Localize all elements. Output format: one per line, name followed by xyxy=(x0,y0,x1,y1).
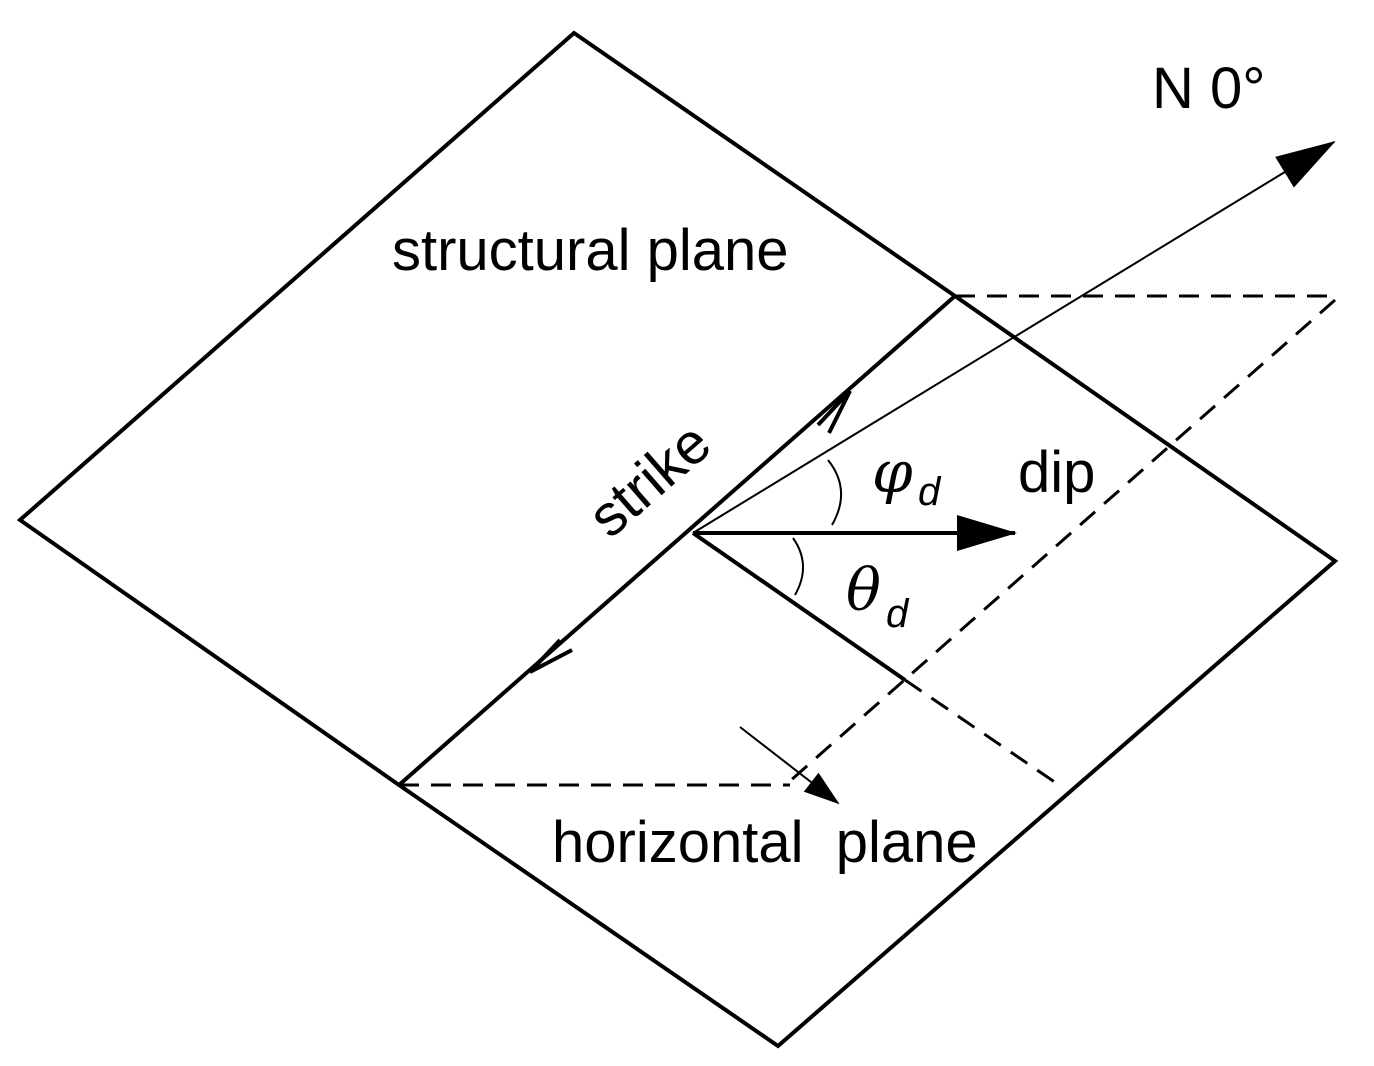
strike-line xyxy=(397,294,957,787)
phi-symbol-label: φ xyxy=(872,438,913,506)
strike-arrow-up-icon xyxy=(816,389,852,434)
theta-symbol-label: θ xyxy=(846,556,881,624)
strike-arrow-down-icon xyxy=(528,638,573,674)
dip-label: dip xyxy=(1018,440,1095,505)
projection-arrow xyxy=(739,726,840,805)
horizontal-plane-label: horizontal plane xyxy=(552,810,978,875)
dip-dashed-line xyxy=(904,678,1063,789)
structural-plane-label: structural plane xyxy=(392,218,789,283)
north-label: N 0° xyxy=(1152,56,1265,121)
phi-subscript-label: d xyxy=(918,470,942,514)
horizontal-plane-dashed-right xyxy=(789,298,1336,783)
dip-solid-line xyxy=(691,531,907,682)
theta-angle-arc xyxy=(792,537,804,596)
theta-subscript-label: d xyxy=(886,592,910,636)
phi-angle-arc xyxy=(827,459,843,526)
north-arrow-line xyxy=(692,140,1336,534)
